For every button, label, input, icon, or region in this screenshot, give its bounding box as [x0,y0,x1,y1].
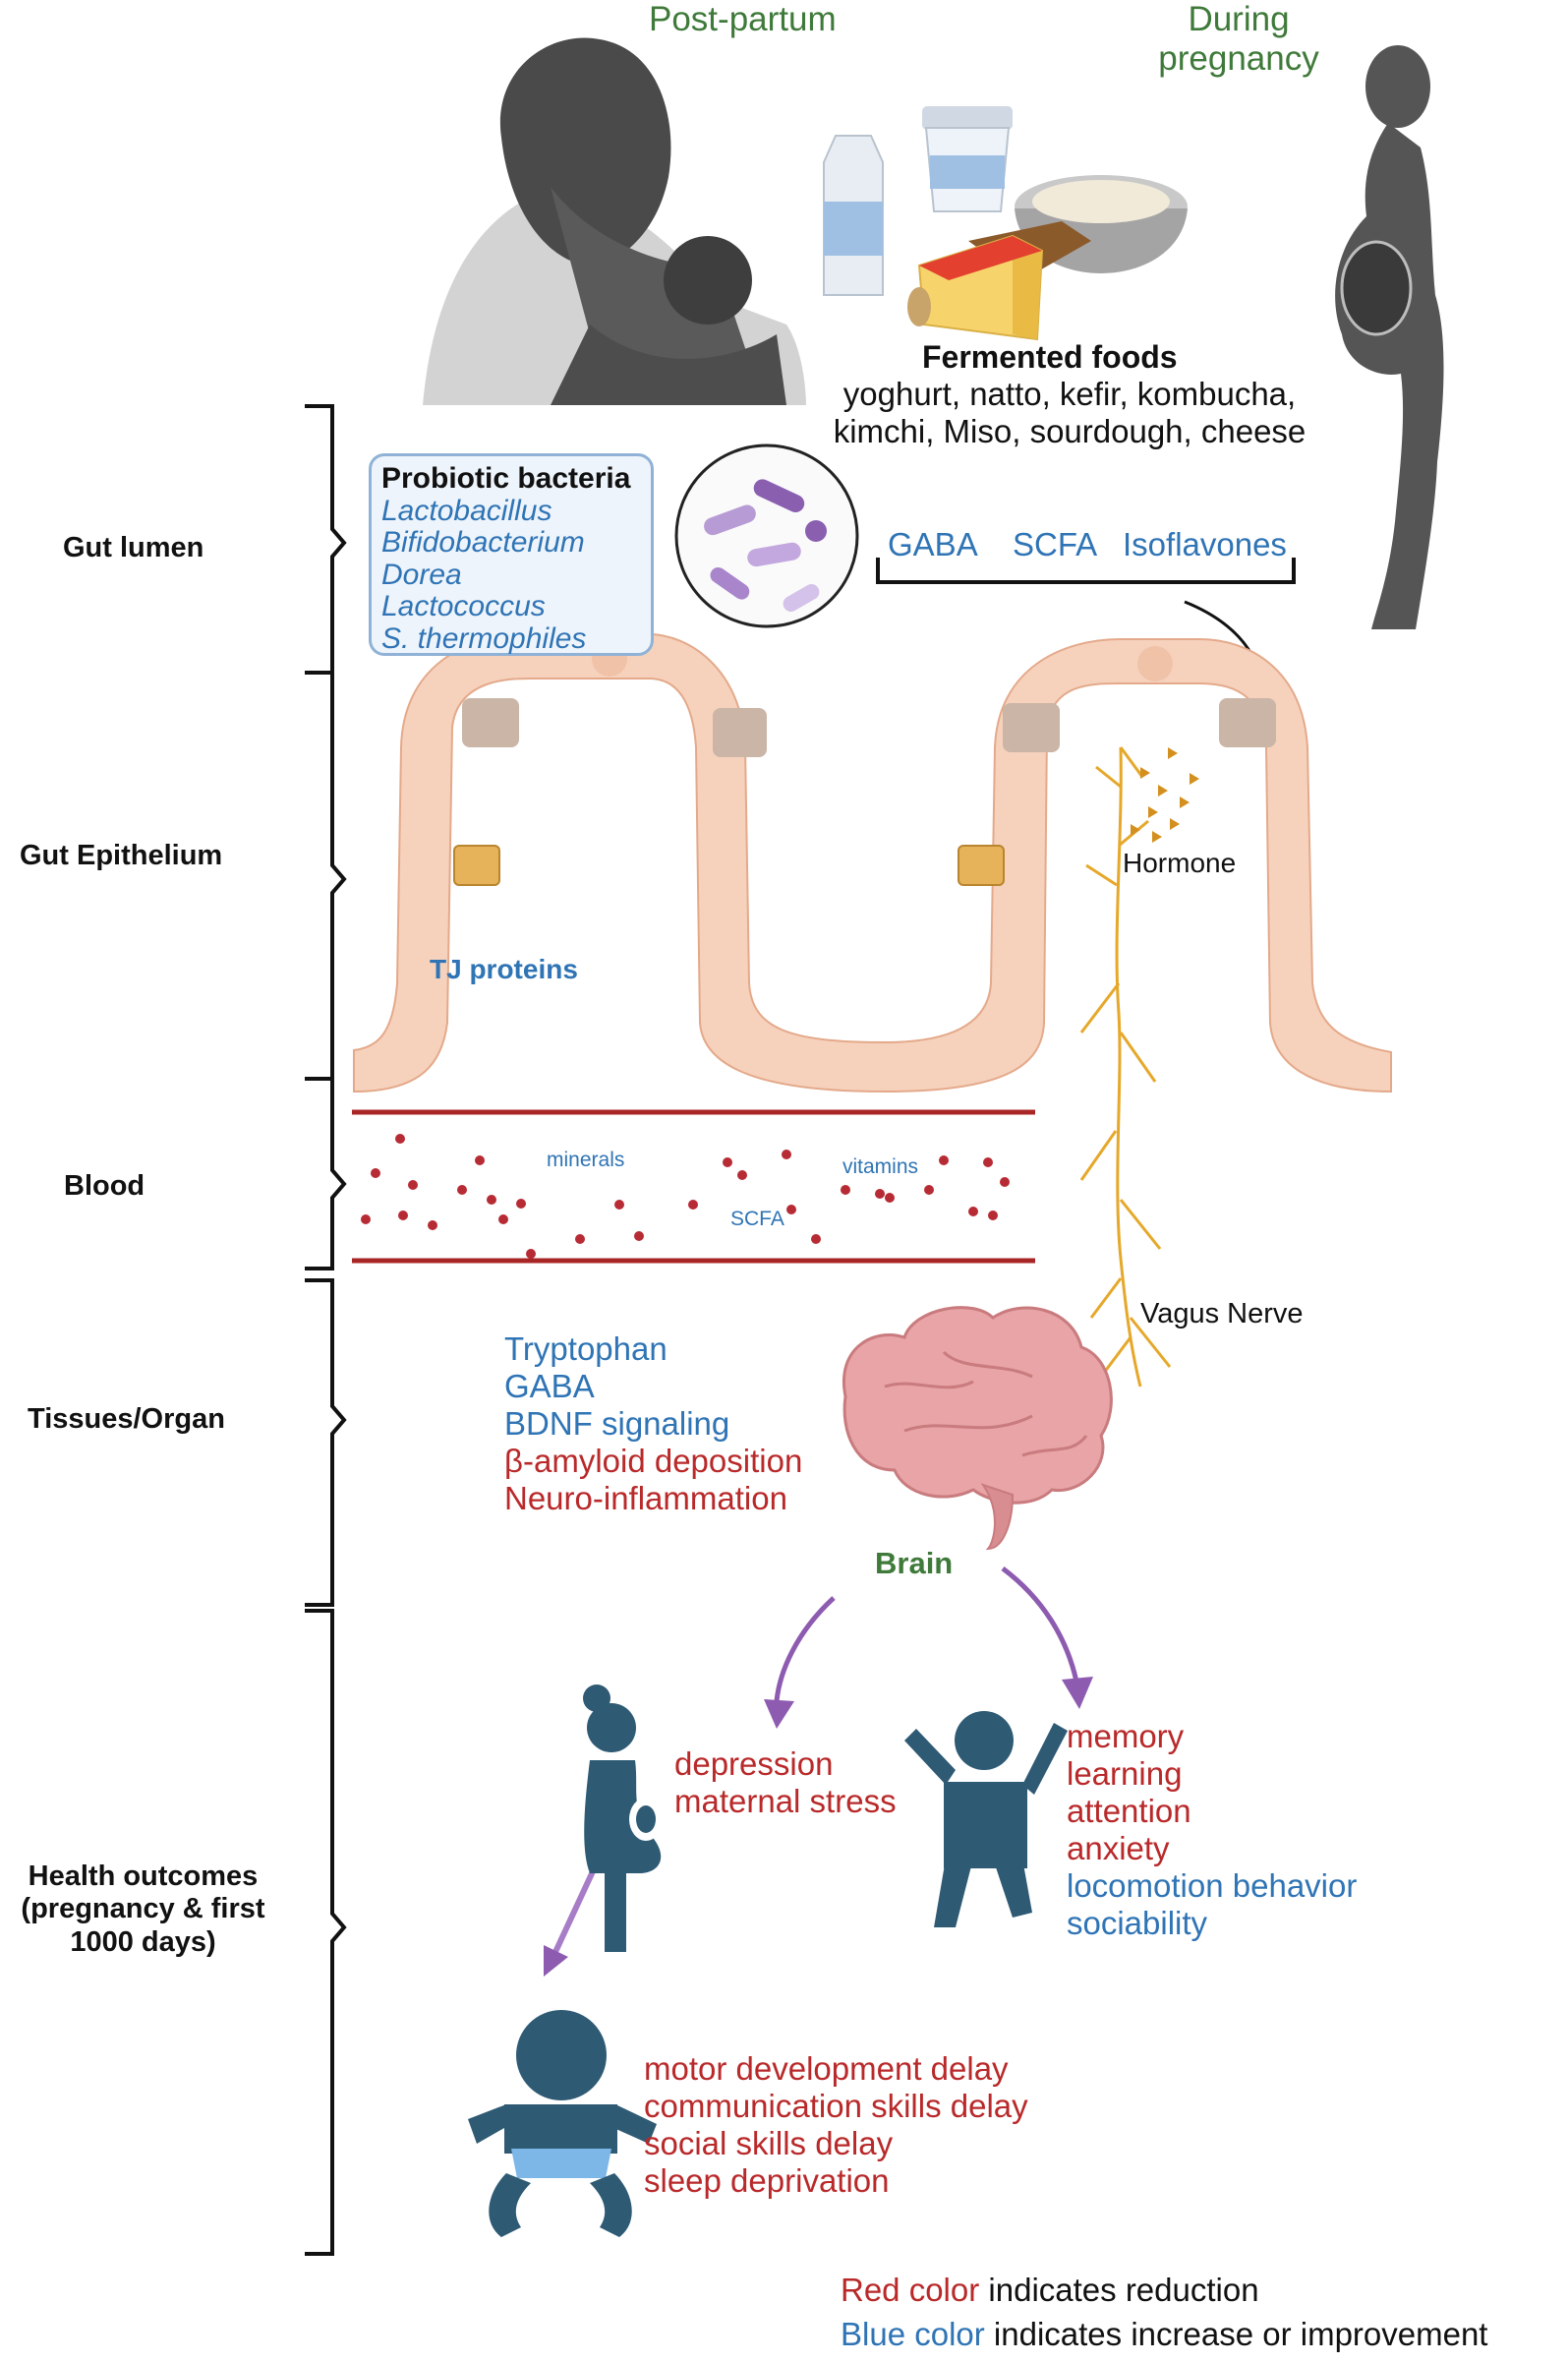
pregnant-woman-illustration [1335,45,1444,629]
hormone-granules [1131,747,1199,843]
child-outcome-increased: locomotion behavior [1067,1866,1358,1904]
probiotic-item: Lactococcus [381,590,546,623]
level-gut-lumen: Gut lumen [63,532,204,563]
fermented-foods-illustration [823,106,1188,341]
bracket-health [305,1609,347,2256]
child-outcome-reduced: memory [1067,1718,1185,1754]
fermented-foods-list: yoghurt, natto, kefir, kombucha, kimchi,… [814,376,1325,450]
level-brackets [305,404,347,2256]
brain-effect-increase: GABA [504,1367,595,1404]
brain-effects-list: Tryptophan GABA BDNF signaling β-amyloid… [504,1330,802,1517]
child-figure [904,1711,1068,1927]
infant-outcome: social skills delay [644,2124,894,2161]
level-health-line2: (pregnancy & first [21,1893,265,1925]
maternal-outcome: maternal stress [674,1782,897,1819]
legend-blue: Blue color indicates increase or improve… [841,2316,1487,2353]
child-outcome-reduced: learning [1067,1754,1183,1792]
blood-vessel [352,1109,1035,1264]
level-health-outcomes: Health outcomes (pregnancy & first 1000 … [8,1861,278,1959]
level-tissues-organ: Tissues/Organ [28,1403,225,1435]
level-gut-epithelium: Gut Epithelium [20,840,223,871]
maternal-outcome: depression [674,1745,834,1782]
blood-minerals-label: minerals [547,1149,625,1171]
breastfeeding-mother-illustration [423,37,806,405]
metabolite-gaba: GABA [888,526,978,562]
postpartum-label: Post-partum [649,0,837,38]
probiotic-title: Probiotic bacteria [381,462,631,495]
legend-red: Red color indicates reduction [841,2272,1259,2309]
probiotic-bacteria-box: Probiotic bacteria Lactobacillus Bifidob… [369,453,654,656]
child-outcome-reduced: attention [1067,1792,1191,1829]
vagus-nerve [1079,746,1172,1388]
blood-scfa-label: SCFA [730,1208,784,1230]
metabolite-scfa: SCFA [1013,526,1098,562]
baby-figure [468,2010,657,2237]
brain-effect-increase: BDNF signaling [504,1404,730,1442]
level-health-line1: Health outcomes [28,1861,259,1892]
level-health-line3: 1000 days) [70,1925,216,1958]
child-outcome-increased: sociability [1067,1904,1208,1941]
brain-effect-increase: Tryptophan [504,1330,668,1367]
gut-epithelium-villi [353,633,1392,1093]
pregnancy-label-line2: pregnancy [1158,39,1319,79]
tj-proteins-label: TJ proteins [430,954,578,984]
infant-outcome: motor development delay [644,2050,1009,2087]
hormone-label: Hormone [1123,848,1237,878]
infant-outcomes-list: motor development delay communication sk… [644,2050,1028,2200]
bracket-gut-epithelium [305,671,347,1081]
pregnant-mother-figure [583,1684,663,1952]
infant-outcome: communication skills delay [644,2087,1028,2124]
probiotic-item: Dorea [381,558,462,591]
brain-illustration [842,1306,1113,1551]
bracket-blood [305,1077,347,1270]
bracket-gut-lumen [305,404,347,675]
pregnancy-label-line1: During [1188,0,1290,38]
bracket-tissues [305,1278,347,1607]
blood-vitamins-label: vitamins [842,1155,919,1178]
fermented-foods-line2: kimchi, Miso, sourdough, cheese [833,412,1307,449]
probiotic-item: S. thermophiles [381,621,587,655]
probiotic-item: Lactobacillus [381,495,552,527]
infant-outcome: sleep deprivation [644,2161,890,2199]
fermented-foods-title: Fermented foods [922,339,1178,375]
probiotic-bacteria-illustration [674,443,859,628]
legend-blue-text: indicates increase or improvement [984,2316,1488,2352]
pregnancy-label: During pregnancy [1140,0,1337,80]
level-blood: Blood [64,1170,145,1202]
brain-label: Brain [875,1546,954,1580]
maternal-outcomes-list: depression maternal stress [674,1745,897,1820]
brain-effect-decrease: Neuro-inflammation [504,1479,787,1516]
legend-red-word: Red color [841,2272,980,2308]
metabolite-isoflavones: Isoflavones [1123,526,1287,562]
child-outcome-reduced: anxiety [1067,1829,1170,1866]
legend-red-text: indicates reduction [979,2272,1259,2308]
fermented-foods-line1: yoghurt, natto, kefir, kombucha, [842,376,1297,412]
brain-effect-decrease: β-amyloid deposition [504,1442,803,1479]
probiotic-item: Bifidobacterium [381,526,585,560]
child-outcomes-list: memory learning attention anxiety locomo… [1067,1718,1357,1942]
legend-blue-word: Blue color [841,2316,985,2352]
vagus-nerve-label: Vagus Nerve [1140,1298,1304,1329]
